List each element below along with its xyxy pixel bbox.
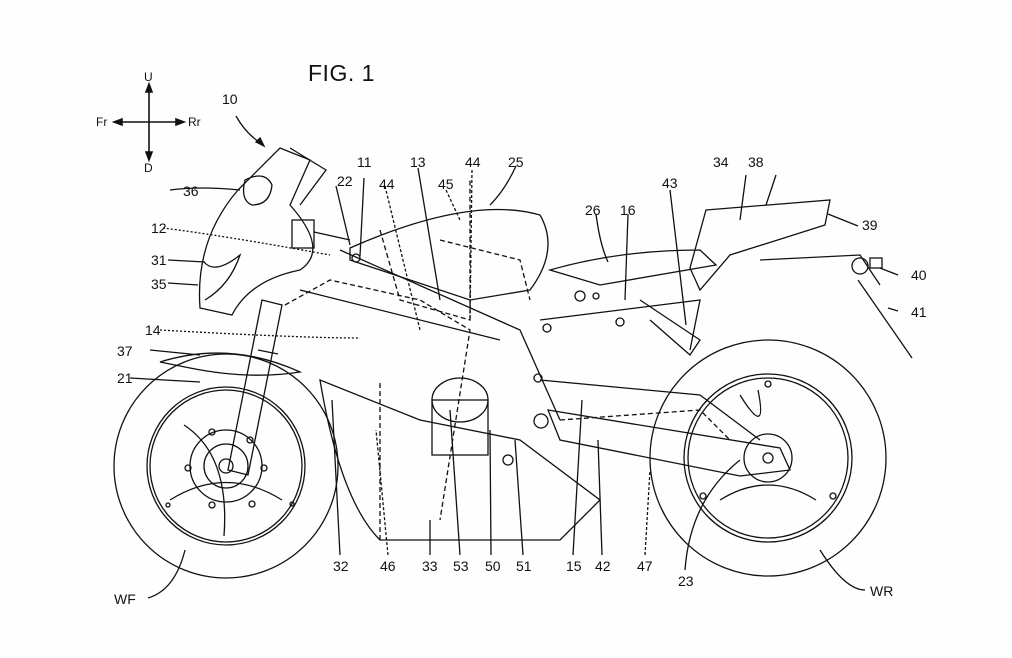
ref-label-26: 26 <box>585 202 601 218</box>
ref-label-39: 39 <box>862 217 878 233</box>
direction-down-label: D <box>144 161 153 175</box>
ref-label-44-left: 44 <box>379 176 395 192</box>
direction-compass <box>111 81 187 163</box>
ref-label-31: 31 <box>151 252 167 268</box>
ref-label-36: 36 <box>183 183 199 199</box>
ref-label-23: 23 <box>678 573 694 589</box>
ref-label-35: 35 <box>151 276 167 292</box>
ref-label-47: 47 <box>637 558 653 574</box>
lower-cowl-33 <box>319 378 601 541</box>
ref-label-15: 15 <box>566 558 582 574</box>
ref-label-21: 21 <box>117 370 133 386</box>
ref-label-45: 45 <box>438 176 454 192</box>
ref-label-WF: WF <box>114 591 136 607</box>
ref-label-14: 14 <box>145 322 161 338</box>
ref-label-10: 10 <box>222 91 238 107</box>
tail-cowl-34 <box>689 199 831 292</box>
ref-label-38: 38 <box>748 154 764 170</box>
direction-front-label: Fr <box>96 115 108 129</box>
ref-label-41: 41 <box>911 304 927 320</box>
windshield-36 <box>242 175 273 206</box>
ref-label-22: 22 <box>337 173 353 189</box>
ref-label-32: 32 <box>333 558 349 574</box>
fuel-tank-25 <box>349 208 549 301</box>
rear-wheel <box>649 339 887 577</box>
front-wheel <box>113 353 339 579</box>
swing-arm <box>546 409 791 477</box>
ref-label-44-right: 44 <box>465 154 481 170</box>
ref-label-46: 46 <box>380 558 396 574</box>
front-fairing <box>198 147 314 316</box>
ref-label-25: 25 <box>508 154 524 170</box>
seat-26 <box>547 249 718 286</box>
ref-label-11: 11 <box>357 154 372 170</box>
ref-label-16: 16 <box>620 202 636 218</box>
ref-label-53: 53 <box>453 558 469 574</box>
ref-label-42: 42 <box>595 558 611 574</box>
figure-title: FIG. 1 <box>308 60 375 86</box>
direction-up-label: U <box>144 70 153 84</box>
ref-label-43: 43 <box>662 175 678 191</box>
ref-label-37: 37 <box>117 343 133 359</box>
ref-label-WR: WR <box>870 583 894 599</box>
ref-label-13: 13 <box>410 154 426 170</box>
ref-label-51: 51 <box>516 558 532 574</box>
ref-label-34: 34 <box>713 154 729 170</box>
ref-label-33: 33 <box>422 558 438 574</box>
ref-label-40: 40 <box>911 267 927 283</box>
direction-rear-label: Rr <box>188 115 201 129</box>
ref-label-12: 12 <box>151 220 167 236</box>
ref-label-50: 50 <box>485 558 501 574</box>
